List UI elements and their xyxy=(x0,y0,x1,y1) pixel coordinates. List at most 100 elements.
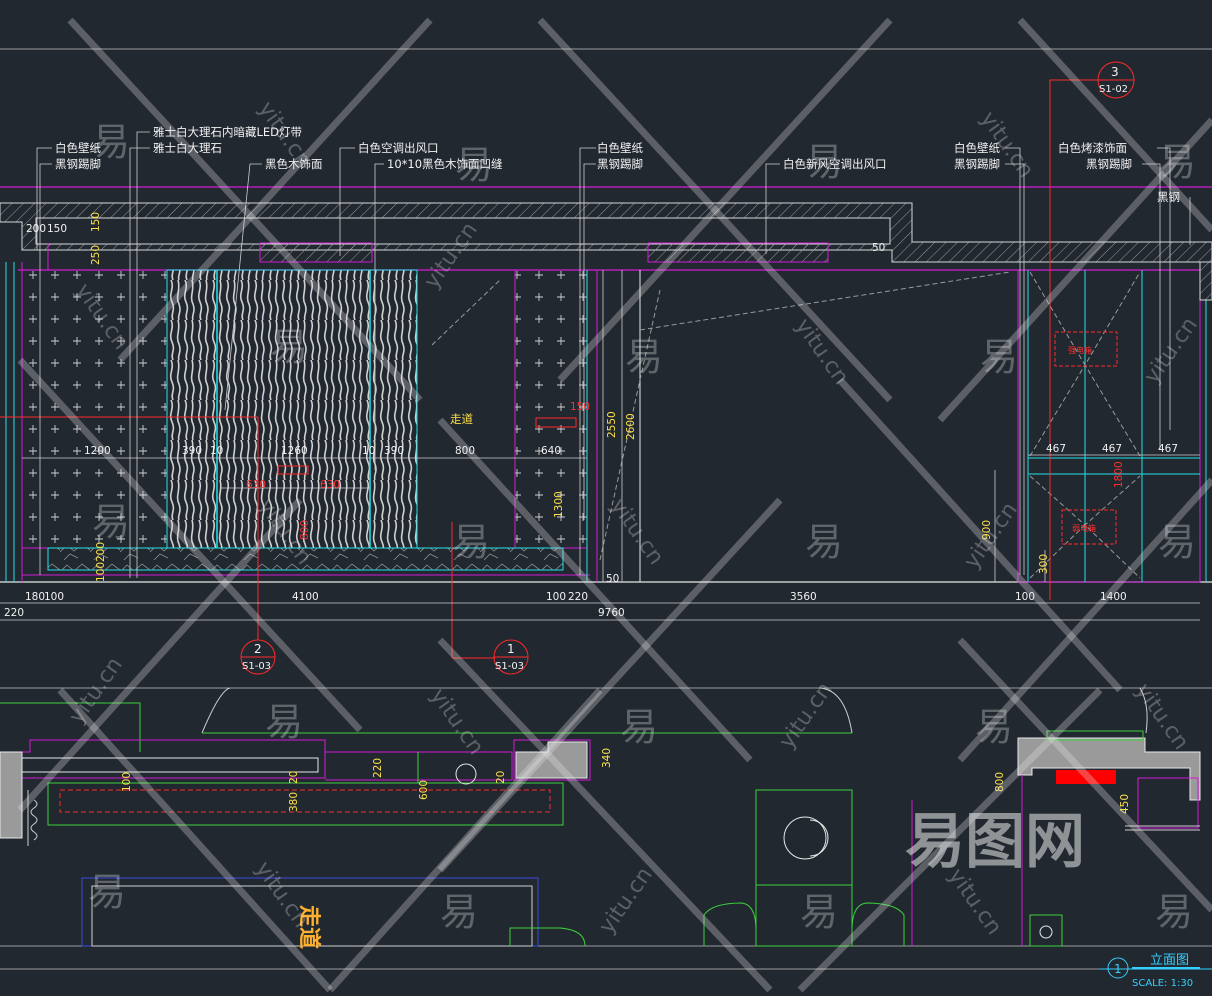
section-ref-3: 3 S1-02 xyxy=(1097,61,1135,99)
svg-text:yitu.cn: yitu.cn xyxy=(959,498,1022,574)
label-corridor: 走道 xyxy=(450,412,473,426)
svg-text:易: 易 xyxy=(805,520,843,564)
svg-text:易: 易 xyxy=(805,140,843,184)
svg-text:yitu.cn: yitu.cn xyxy=(1139,313,1202,389)
plan-strong-box xyxy=(1056,770,1116,784)
section-ref-2: 2 S1-03 xyxy=(240,639,276,675)
dim-2600: 2600 xyxy=(625,413,637,440)
watermark-lines xyxy=(17,17,1212,993)
svg-text:S1-02: S1-02 xyxy=(1099,84,1128,95)
label-wallpaper-left: 白色壁纸 xyxy=(55,141,101,155)
dim-640: 640 xyxy=(541,445,561,457)
svg-text:yitu.cn: yitu.cn xyxy=(425,684,488,760)
pdim-20a: 20 xyxy=(288,771,300,784)
svg-text:易: 易 xyxy=(455,143,493,187)
svg-text:yitu.cn: yitu.cn xyxy=(250,857,313,933)
pdim-800: 800 xyxy=(994,772,1006,792)
dim-220a: 220 xyxy=(4,607,24,619)
watermark-glyphs: 易 易 易 易 易 易 易 易 易 易 易 易 易 易 易 易 易 易 xyxy=(88,120,1196,934)
drawing-title: 立面图 xyxy=(1150,953,1189,968)
svg-text:易: 易 xyxy=(92,500,130,544)
dim-250: 250 xyxy=(90,245,102,265)
dim-800: 800 xyxy=(455,445,475,457)
dim-3560: 3560 xyxy=(790,591,817,603)
dim-1800: 1800 xyxy=(1113,461,1125,488)
svg-text:易: 易 xyxy=(452,520,490,564)
elevation-labels: 白色壁纸 黑钢踢脚 雅士白大理石内暗藏LED灯带 雅士白大理石 黑色木饰面 白色… xyxy=(55,125,1180,533)
label-skirting-left: 黑钢踢脚 xyxy=(55,157,101,171)
pdim-380: 380 xyxy=(288,792,300,812)
svg-text:易: 易 xyxy=(88,870,126,914)
dim-2550: 2550 xyxy=(606,411,618,438)
title-block: 1 立面图 SCALE: 1:30 xyxy=(1107,953,1200,989)
dim-1300: 1300 xyxy=(553,491,565,518)
svg-text:2: 2 xyxy=(254,642,262,656)
label-black-steel: 黑钢 xyxy=(1157,190,1180,204)
dim-467b: 467 xyxy=(1102,443,1122,455)
dim-467c: 467 xyxy=(1158,443,1178,455)
dim-100v: 100 xyxy=(95,562,107,582)
svg-text:易: 易 xyxy=(800,890,838,934)
plan-corridor-label: 走道 xyxy=(296,905,322,949)
dim-10b: 10 xyxy=(362,445,375,457)
ac-outlet-fresh xyxy=(647,242,829,263)
dim-4100: 4100 xyxy=(292,591,319,603)
label-lacquer: 白色烤漆饰面 xyxy=(1058,141,1127,155)
elevation-drawing xyxy=(0,79,1212,659)
label-fresh-air: 白色新风空调出风口 xyxy=(783,157,887,171)
dim-800v: 800 xyxy=(299,520,311,540)
pdim-100: 100 xyxy=(121,772,133,792)
dim-220b: 220 xyxy=(568,591,588,603)
drawing-scale: SCALE: 1:30 xyxy=(1132,978,1193,989)
dim-200: 200 xyxy=(26,223,46,235)
dim-10a: 10 xyxy=(210,445,223,457)
label-black-wood: 黑色木饰面 xyxy=(265,157,323,171)
marble-base xyxy=(47,547,564,571)
svg-text:3: 3 xyxy=(1111,65,1119,79)
pdim-340: 340 xyxy=(601,748,613,768)
svg-text:S1-03: S1-03 xyxy=(242,661,271,672)
label-marble-led: 雅士白大理石内暗藏LED灯带 xyxy=(153,125,302,139)
svg-text:易: 易 xyxy=(270,325,308,369)
section-ref-1: 1 S1-03 xyxy=(493,639,529,675)
strong-box xyxy=(1054,331,1118,367)
pdim-20b: 20 xyxy=(495,771,507,784)
dim-630b: 630 xyxy=(320,479,340,491)
dim-50a: 50 xyxy=(872,242,885,254)
svg-text:1: 1 xyxy=(507,642,515,656)
svg-text:yitu.cn: yitu.cn xyxy=(64,653,127,729)
svg-text:易: 易 xyxy=(975,705,1013,749)
dim-100a: 100 xyxy=(44,591,64,603)
elevation-dimensions: 200 150 150 250 50 1200 390 10 1260 10 3… xyxy=(4,212,1178,619)
ac-outlet-left xyxy=(259,242,373,263)
label-marble: 雅士白大理石 xyxy=(153,141,222,155)
label-weak-box: 弱电箱 xyxy=(1072,523,1096,533)
svg-text:易: 易 xyxy=(1155,890,1193,934)
svg-text:易: 易 xyxy=(440,890,478,934)
label-groove: 10*10黑色木饰面凹缝 xyxy=(387,157,503,171)
right-cabinet xyxy=(1017,269,1201,583)
dim-200v: 200 xyxy=(95,542,107,562)
label-skirting-far: 黑钢踢脚 xyxy=(1086,157,1132,171)
dim-630a: 630 xyxy=(246,479,266,491)
svg-text:易: 易 xyxy=(980,335,1018,379)
weak-box xyxy=(1061,509,1117,545)
dim-390a: 390 xyxy=(182,445,202,457)
dim-150a: 150 xyxy=(47,223,67,235)
svg-text:yitu.cn: yitu.cn xyxy=(774,678,837,754)
svg-text:S1-03: S1-03 xyxy=(495,661,524,672)
label-ac-outlet: 白色空调出风口 xyxy=(358,141,439,155)
dim-300: 300 xyxy=(1038,554,1050,574)
label-wallpaper-mid: 白色壁纸 xyxy=(597,141,643,155)
pdim-600: 600 xyxy=(418,780,430,800)
dim-100c: 100 xyxy=(1015,591,1035,603)
svg-text:易: 易 xyxy=(625,335,663,379)
dim-1200: 1200 xyxy=(84,445,111,457)
svg-text:yitu.cn: yitu.cn xyxy=(605,494,668,570)
dim-1400: 1400 xyxy=(1100,591,1127,603)
plan-drawing xyxy=(0,687,1201,947)
dim-467a: 467 xyxy=(1046,443,1066,455)
dim-900: 900 xyxy=(981,520,993,540)
dim-1260: 1260 xyxy=(281,445,308,457)
svg-text:易: 易 xyxy=(620,705,658,749)
